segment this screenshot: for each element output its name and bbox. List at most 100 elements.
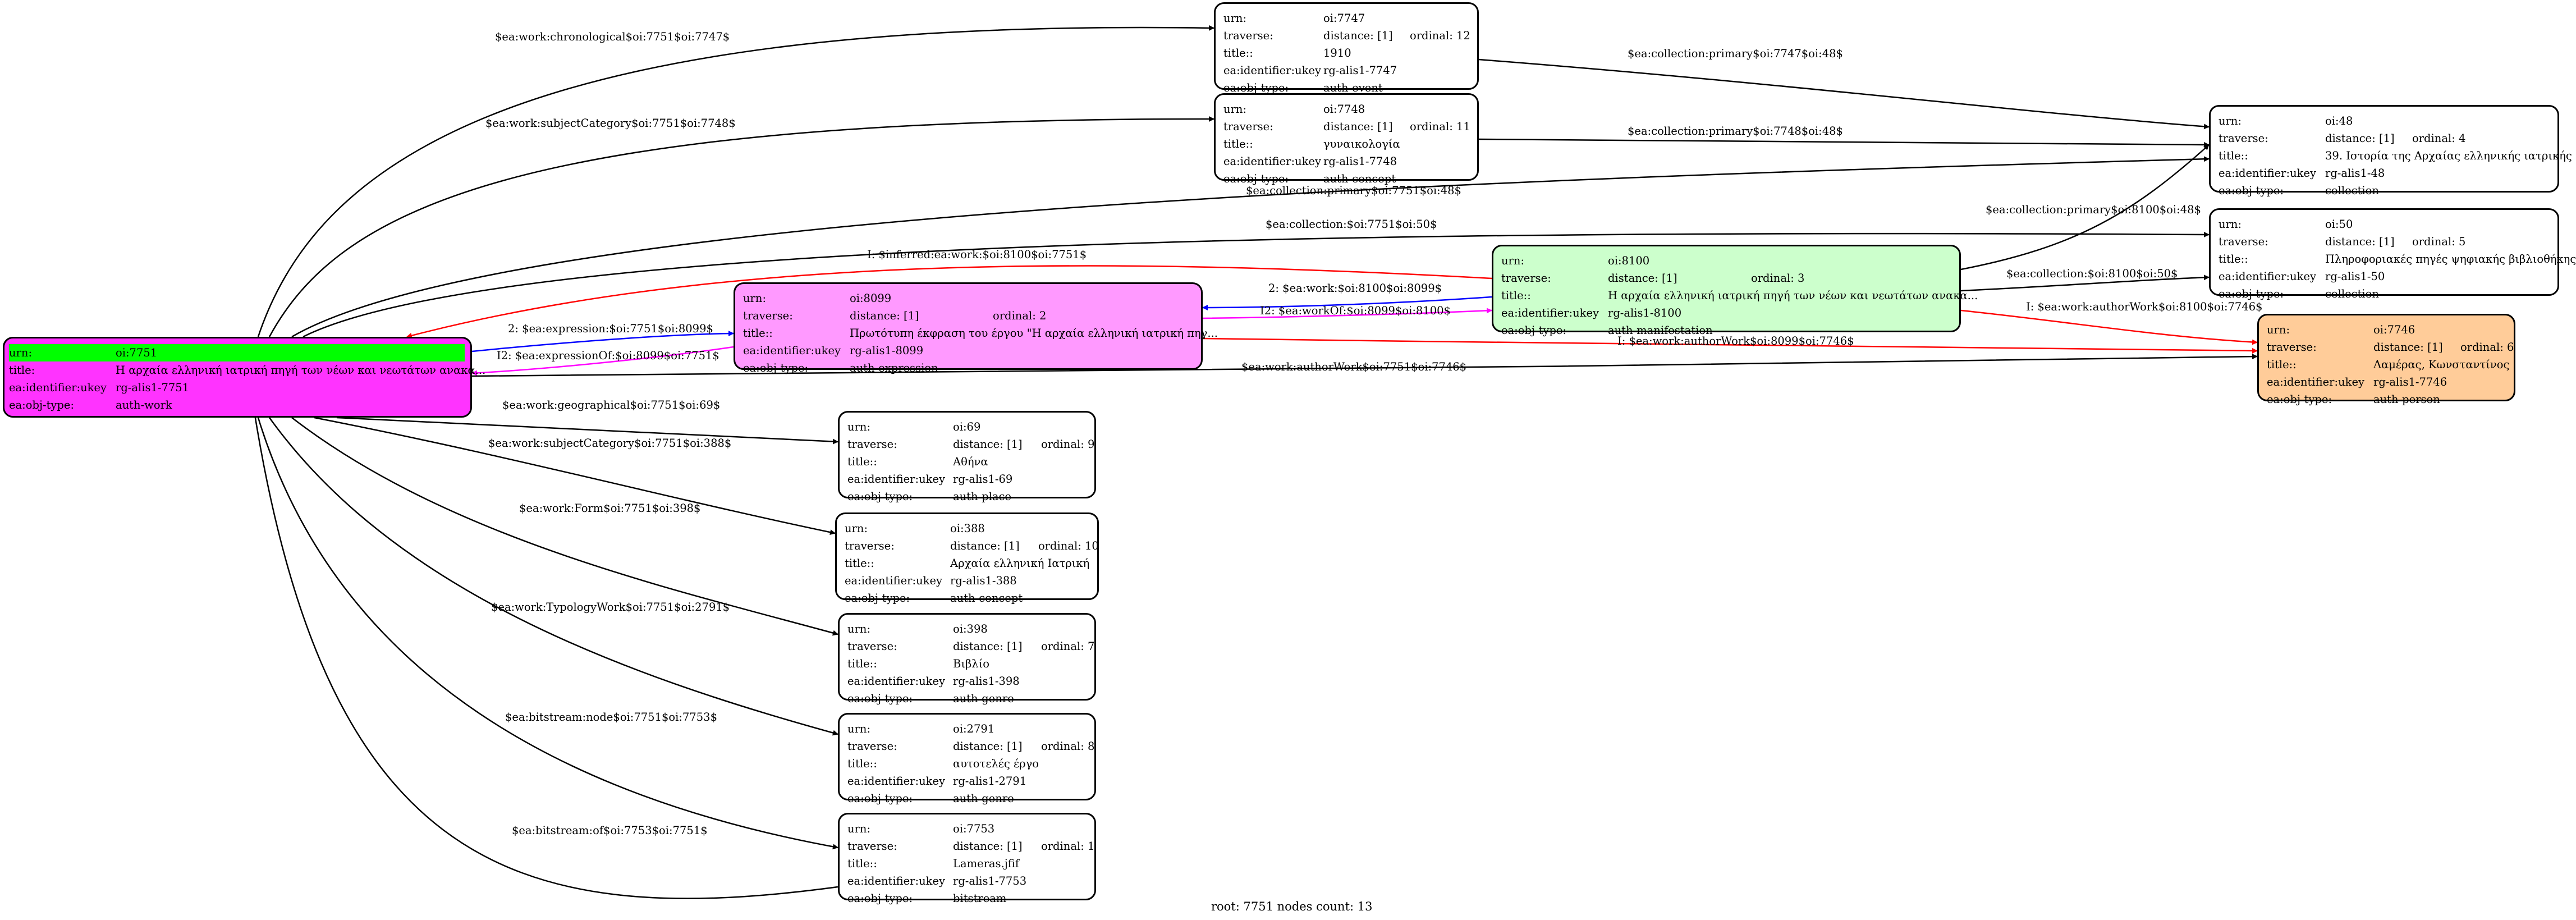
edge-line [291,417,838,636]
node-field-objtype: ea:obj-type:auth-person [2267,391,2507,408]
field-label: title:: [847,455,877,468]
field-ordinal: ordinal: 11 [1410,120,1470,133]
field-label: ea:identifier:ukey [9,381,107,394]
field-label: title:: [847,757,877,770]
node-field-distance: traverse:distance: [1]ordinal: 11 [1223,118,1470,135]
node-field-urn: urn:oi:48 [2219,112,2551,130]
field-label: title:: [2219,149,2248,162]
field-label: ea:obj-type: [847,792,913,805]
field-value: γυναικολογία [1323,138,1400,150]
edge-label: I: $ea:work:authorWork$oi:8100$oi:7746$ [2026,300,2263,313]
field-value: distance: [1] [1323,29,1393,42]
field-ordinal: ordinal: 10 [1038,539,1099,552]
field-label: ea:obj-type: [847,692,913,705]
field-label: title: [9,364,35,377]
field-value: auth-concept [1323,172,1396,185]
field-value: Λαμέρας, Κωνσταντίνος [2373,358,2510,371]
field-value: distance: [1] [1323,120,1393,133]
field-ordinal: ordinal: 2 [993,309,1047,322]
node-field-urn: urn:oi:7748 [1223,100,1470,118]
node-field-distance: traverse:distance: [1]ordinal: 1 [847,837,1094,855]
field-label: urn: [1223,12,1247,25]
node-field-distance: traverse:distance: [1]ordinal: 12 [1223,27,1470,44]
field-label: ea:identifier:ukey [847,473,945,486]
field-value: oi:50 [2325,218,2353,231]
edge-label: $ea:bitstream:of$oi:7753$oi:7751$ [512,824,708,837]
field-value: Αθήνα [953,455,988,468]
field-label: title:: [847,857,877,870]
field-value: oi:398 [953,623,988,635]
graph-footer: root: 7751 nodes count: 13 [1211,900,1373,913]
node-field-objtype: ea:obj-type:auth-genre [847,690,1088,707]
field-value: auth-place [953,490,1011,503]
field-value: distance: [1] [1608,272,1677,285]
node-field-distance: traverse:distance: [1]ordinal: 6 [2267,338,2514,356]
node-field-urn: urn: oi:69 [847,418,1088,436]
edge-label: $ea:work:chronological$oi:7751$oi:7747$ [495,30,730,43]
field-value: rg-alis1-2791 [953,775,1027,788]
field-ordinal: ordinal: 9 [1041,438,1095,451]
node-field-title: title::Βιβλίο [847,655,1088,672]
field-label: title:: [2267,358,2297,371]
node-field-title: title::Πρωτότυπη έκφραση του έργου "Η αρ… [743,324,1218,342]
field-label: ea:obj-type: [1501,324,1567,337]
field-label: ea:identifier:ukey [1501,306,1599,319]
field-label: traverse: [2219,235,2268,248]
field-value: Η αρχαία ελληνική ιατρική πηγή των νέων … [1608,289,1978,302]
node-field-title: title::Αρχαία ελληνική Ιατρική [845,555,1090,572]
field-label: ea:identifier:ukey [847,875,945,887]
node-field-distance: traverse:distance: [1]ordinal: 7 [847,638,1094,655]
node-field-urn: urn:oi:388 [845,520,1090,537]
field-value: distance: [1] [953,840,1023,853]
field-label: title:: [845,557,874,570]
field-label: urn: [847,722,871,735]
field-value: oi:69 [953,420,981,433]
field-label: ea:identifier:ukey [845,574,942,587]
field-label: ea:obj-type: [1223,172,1289,185]
node-field-urn: urn:oi:7747 [1223,10,1470,27]
node-field-distance: traverse:distance: [1]ordinal: 4 [2219,130,2551,147]
edge-label: $ea:collection:$oi:8100$oi:50$ [2006,267,2178,280]
field-value: distance: [1] [950,539,1020,552]
field-label: ea:obj-type: [2219,184,2284,197]
field-value: oi:7751 [116,346,158,359]
field-value: 1910 [1323,47,1351,59]
edge-line [257,417,838,850]
field-label: ea:obj-type: [2219,287,2284,300]
edge-line [1202,308,1492,319]
field-value: auth-event [1323,81,1383,94]
edge-label: I2: $ea:expressionOf:$oi:8099$oi:7751$ [497,349,719,362]
node-field-objtype: ea:obj-type: auth-genre [847,790,1088,807]
field-label: urn: [847,420,871,433]
edge-line [268,116,1214,337]
field-value: Πρωτότυπη έκφραση του έργου "Η αρχαία ελ… [850,327,1218,340]
field-label: ea:identifier:ukey [847,775,945,788]
field-label: title:: [1223,47,1253,59]
field-value: Βιβλίο [953,657,989,670]
edge-label: 2: $ea:work:$oi:8100$oi:8099$ [1268,282,1442,295]
edge-line [1478,58,2210,130]
field-value: rg-alis1-7751 [116,381,190,394]
field-value: collection [2325,184,2379,197]
field-value: auth-genre [953,792,1014,805]
node-field-distance: traverse:distance: [1]ordinal: 2 [743,307,1194,324]
field-value: rg-alis1-48 [2325,167,2385,180]
field-value: distance: [1] [2373,341,2443,354]
